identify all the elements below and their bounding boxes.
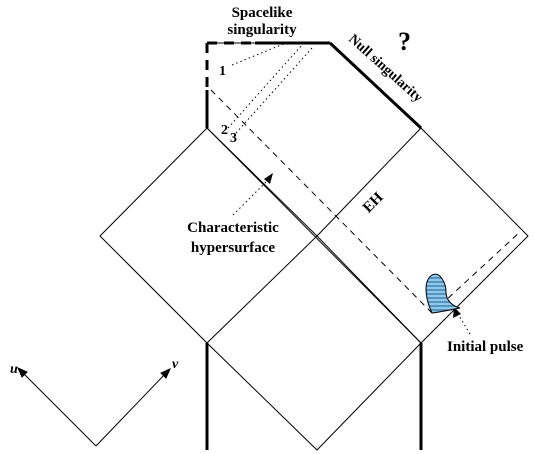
- initial-pulse-pointer: [453, 307, 471, 335]
- characteristic-hypersurface-line: [210, 89, 433, 314]
- region-1-label: 1: [219, 64, 226, 79]
- diamond-outline: [99, 42, 529, 451]
- event-horizon-label: EH: [360, 189, 387, 216]
- spacelike-label-line1: Spacelike: [232, 5, 293, 21]
- u-axis: [19, 369, 97, 447]
- characteristic-pointer: [232, 173, 273, 216]
- spacelike-label-line2: singularity: [227, 22, 297, 38]
- region-3-label: 3: [230, 131, 237, 146]
- v-arrowhead: [160, 368, 171, 379]
- v-axis: [95, 371, 168, 447]
- u-arrowhead: [17, 367, 28, 378]
- dotted-line-3: [235, 47, 313, 134]
- dotted-line-1: [231, 42, 287, 66]
- characteristic-arrowhead: [264, 173, 273, 184]
- characteristic-label-line1: Characteristic: [187, 220, 279, 236]
- initial-pulse-shape: [425, 273, 461, 314]
- dotted-line-2: [227, 44, 303, 129]
- initial-pulse-pointer-line: [457, 313, 471, 335]
- null-singularity-line: [328, 41, 423, 130]
- initial-pulse-label: Initial pulse: [447, 339, 524, 355]
- upper-right-diamond-edges: [316, 127, 529, 344]
- initial-pulse-arrowhead: [453, 307, 461, 318]
- uv-axes: [17, 367, 171, 447]
- lower-thick-boundaries: [205, 343, 423, 450]
- pulse-outgoing-line: [431, 230, 522, 314]
- lower-diamond-edges: [206, 342, 422, 451]
- dotted-null-lines: [227, 42, 313, 134]
- region-2-label: 2: [221, 123, 228, 138]
- u-axis-label: u: [10, 362, 18, 377]
- characteristic-label-line2: hypersurface: [191, 240, 275, 256]
- v-axis-label: v: [172, 357, 179, 372]
- event-horizon-line: [206, 127, 422, 344]
- characteristic-pointer-line: [232, 177, 271, 216]
- spacelike-singularity: [205, 41, 330, 128]
- question-mark: ?: [398, 27, 411, 56]
